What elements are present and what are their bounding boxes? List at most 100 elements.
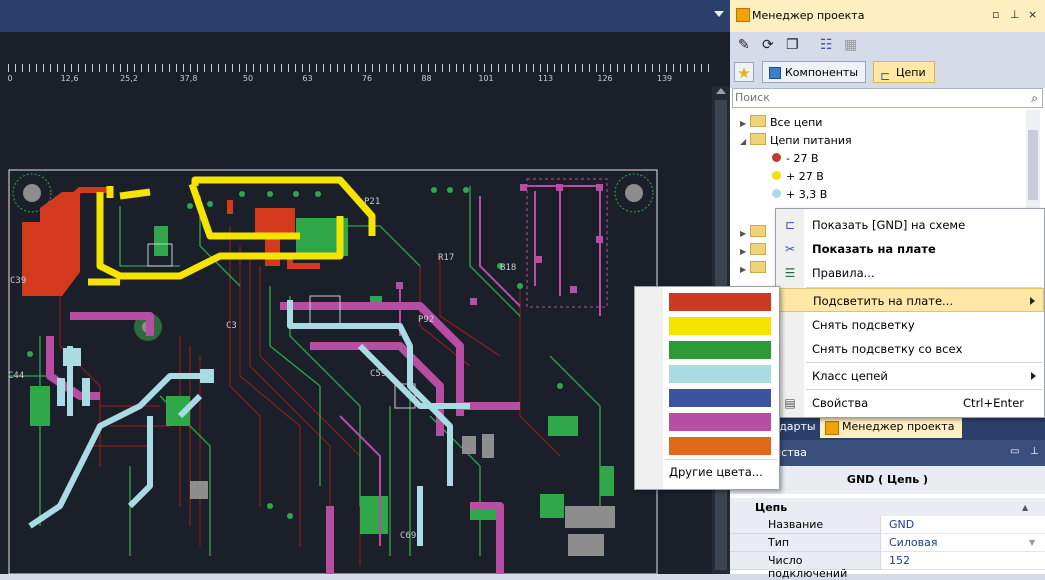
ruler-tick <box>519 64 520 72</box>
restore-icon[interactable]: ▫ <box>992 8 1000 21</box>
color-swatch-light-blue[interactable] <box>669 365 771 383</box>
menu-highlight-on-board[interactable]: Подсветить на плате... <box>776 288 1044 312</box>
panel-bottom-tabs: ндарты Менеджер проекта <box>730 414 1045 440</box>
ruler-tick <box>491 64 492 72</box>
grid-icon[interactable]: ▦ <box>844 37 858 53</box>
color-swatch-orange[interactable] <box>669 437 771 455</box>
ruler-tick <box>218 64 219 72</box>
tree-item-collapsed[interactable]: ▶ <box>740 224 770 242</box>
tree-item-collapsed[interactable]: ▶ <box>740 242 770 260</box>
ruler-tick <box>498 64 499 72</box>
ruler-tick <box>64 64 65 72</box>
property-row[interactable]: Число подключений 152 <box>730 552 1045 580</box>
tree-item-all-nets[interactable]: ▶Все цепи <box>740 114 822 132</box>
pin-icon[interactable]: ⊥ <box>1030 446 1039 457</box>
board-label: С3 <box>226 321 237 331</box>
pencil-icon[interactable]: ✎ <box>738 37 750 53</box>
board-label: С39 <box>10 276 26 286</box>
ruler-label: 25,2 <box>120 74 138 83</box>
color-swatch-red[interactable] <box>669 293 771 311</box>
tree-icon[interactable]: ☷ <box>820 37 833 53</box>
color-swatch-green[interactable] <box>669 341 771 359</box>
scroll-up-icon[interactable] <box>716 88 726 94</box>
color-swatch-blue[interactable] <box>669 389 771 407</box>
project-manager-icon <box>736 8 750 22</box>
ruler-tick <box>344 64 345 72</box>
color-swatch-yellow[interactable] <box>669 317 771 335</box>
ruler-tick <box>57 64 58 72</box>
collapse-icon[interactable]: ▲ <box>1022 503 1029 512</box>
property-category[interactable]: Цепь ▲ <box>730 498 1045 516</box>
submenu-arrow-icon <box>1030 297 1035 305</box>
ruler-tick <box>533 64 534 72</box>
pcb-board-canvas[interactable]: С39 С44 Р21 R17 В18 Р92 С69 С59 С3 <box>0 86 712 574</box>
tree-item-net[interactable]: - 27 В <box>772 150 819 168</box>
menu-clear-highlight[interactable]: Снять подсветку <box>812 318 915 332</box>
ruler-tick <box>15 64 16 72</box>
ruler-tick <box>323 64 324 72</box>
collapse-icon[interactable]: ◢ <box>740 137 747 146</box>
ruler-tick <box>673 64 674 72</box>
restore-icon[interactable]: ▭ <box>1010 446 1020 457</box>
search-icon[interactable]: ⌕ <box>1031 91 1038 105</box>
tree-scroll-thumb[interactable] <box>1028 130 1038 200</box>
net-color-icon <box>772 153 781 162</box>
ruler-tick <box>183 64 184 72</box>
ruler-tick <box>603 64 604 72</box>
ruler-tick <box>708 64 709 72</box>
menu-net-class[interactable]: Класс цепей <box>776 364 1044 388</box>
expand-icon[interactable]: ▶ <box>740 247 747 256</box>
expand-icon[interactable]: ▶ <box>740 229 747 238</box>
ruler-tick <box>680 64 681 72</box>
favorites-star-icon[interactable]: ★ <box>734 62 754 82</box>
ruler-tick <box>246 64 247 72</box>
ruler-label: 0 <box>7 74 13 83</box>
net-color-icon <box>772 189 781 198</box>
tab-components[interactable]: Компоненты <box>762 61 866 83</box>
property-row[interactable]: Тип Силовая ▼ <box>730 534 1045 552</box>
ruler-tick <box>687 64 688 72</box>
copy-icon[interactable]: ❐ <box>786 37 799 53</box>
search-input[interactable] <box>735 90 1015 105</box>
tree-item-collapsed[interactable]: ▶ <box>740 260 770 278</box>
ruler-tick <box>547 64 548 72</box>
tab-dropdown-icon[interactable] <box>714 11 724 17</box>
tab-components-label: Компоненты <box>785 66 859 79</box>
board-label: С69 <box>400 531 416 541</box>
menu-show-on-schematic[interactable]: ⊏ Показать [GND] на схеме <box>784 218 966 232</box>
expand-icon[interactable]: ▶ <box>740 265 747 274</box>
property-row[interactable]: Название GND <box>730 516 1045 534</box>
menu-clear-all-highlight[interactable]: Снять подсветку со всех <box>812 342 963 356</box>
ruler-tick <box>78 64 79 72</box>
ruler-tick <box>316 64 317 72</box>
menu-other-colors[interactable]: Другие цвета... <box>669 465 763 479</box>
properties-grid: Цепь ▲ Название GND Тип Силовая ▼ Число … <box>730 494 1045 580</box>
tab-standards[interactable]: ндарты <box>772 420 816 433</box>
ruler-tick <box>582 64 583 72</box>
refresh-icon[interactable]: ⟳ <box>762 37 774 53</box>
ruler-tick <box>365 64 366 72</box>
color-swatch-magenta[interactable] <box>669 413 771 431</box>
menu-show-on-board[interactable]: ✂ Показать на плате <box>784 242 936 256</box>
ruler-tick <box>204 64 205 72</box>
ruler-tick <box>596 64 597 72</box>
pin-icon[interactable]: ⊥ <box>1010 8 1020 21</box>
ruler-tick <box>43 64 44 72</box>
search-box[interactable]: ⌕ <box>732 88 1043 108</box>
ruler-tick <box>428 64 429 72</box>
tree-item-net[interactable]: + 3,3 В <box>772 186 827 204</box>
tree-item-net[interactable]: + 27 В <box>772 168 824 186</box>
menu-properties[interactable]: ▤ Свойства Ctrl+Enter <box>784 396 1024 410</box>
ruler-tick <box>561 64 562 72</box>
tab-nets[interactable]: ⊏ Цепи <box>873 61 935 83</box>
ruler-tick <box>197 64 198 72</box>
close-icon[interactable]: × <box>1028 8 1038 21</box>
expand-icon[interactable]: ▶ <box>740 119 747 128</box>
tab-project-manager[interactable]: Менеджер проекта <box>820 416 963 438</box>
menu-rules[interactable]: ☰ Правила... <box>784 266 875 280</box>
ruler-tick <box>176 64 177 72</box>
tree-item-power-nets[interactable]: ◢Цепи питания <box>740 132 852 150</box>
dropdown-icon[interactable]: ▼ <box>1029 538 1036 547</box>
